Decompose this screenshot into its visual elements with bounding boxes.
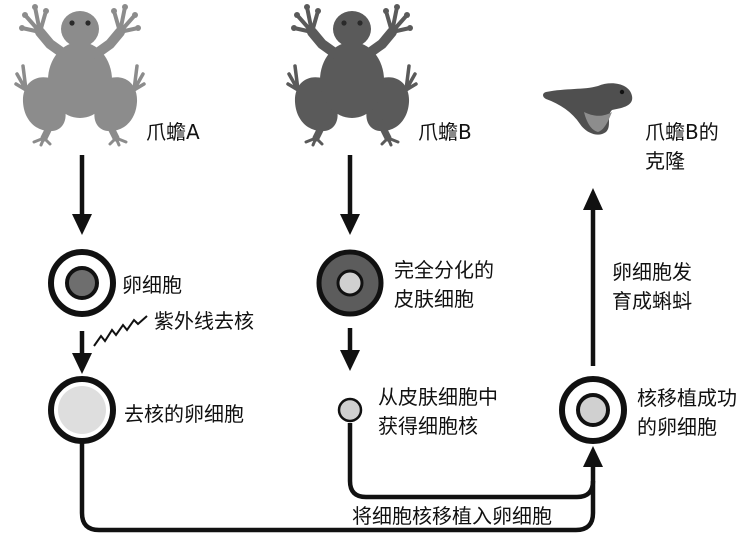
tadpole-eye [620,90,624,94]
frog-a-label: 爪蟾A [146,120,200,144]
clone-label-line2: 克隆 [645,149,685,173]
reconstructed-egg-label-line1: 核移植成功 [637,386,737,410]
reconstructed-egg-icon [562,379,624,441]
uv-enucleation-label: 紫外线去核 [154,309,254,333]
tadpole-body [543,83,632,134]
development-label-line2: 育成蝌蚪 [612,289,692,313]
donor-nucleus-icon [339,399,361,421]
reconstructed-egg-label-line2: 的卵细胞 [637,415,717,439]
arrow-frog-b-to-skin-cell [340,155,360,235]
egg-cell-label: 卵细胞 [122,273,182,297]
donor-nucleus-label-line1: 从皮肤细胞中 [378,385,498,409]
arrow-egg-to-enucleated-egg [72,331,92,374]
development-label-line1: 卵细胞发 [612,260,692,284]
nuclear-transfer-label: 将细胞核移植入卵细胞 [352,504,552,528]
arrow-develop-to-tadpole [583,188,603,366]
frog-a-illustration [16,4,144,145]
frog-b-label: 爪蟾B [418,120,472,144]
clone-label-line1: 爪蟾B的 [645,120,719,144]
arrow-skin-cell-to-nucleus [340,328,360,371]
enucleated-egg-label: 去核的卵细胞 [124,402,244,426]
enucleated-egg-icon [51,379,113,441]
egg-cell-icon [51,252,113,314]
arrow-frog-a-to-egg [72,155,92,235]
donor-nucleus-label-line2: 获得细胞核 [378,414,478,438]
uv-light-zigzag [94,316,147,346]
skin-cell-label-line2: 皮肤细胞 [394,287,474,311]
tadpole-illustration [543,83,632,134]
transfer-arrowhead [583,446,603,467]
skin-cell-label-line1: 完全分化的 [394,258,494,282]
skin-cell-icon [319,252,381,314]
frog-b-illustration [288,4,416,145]
